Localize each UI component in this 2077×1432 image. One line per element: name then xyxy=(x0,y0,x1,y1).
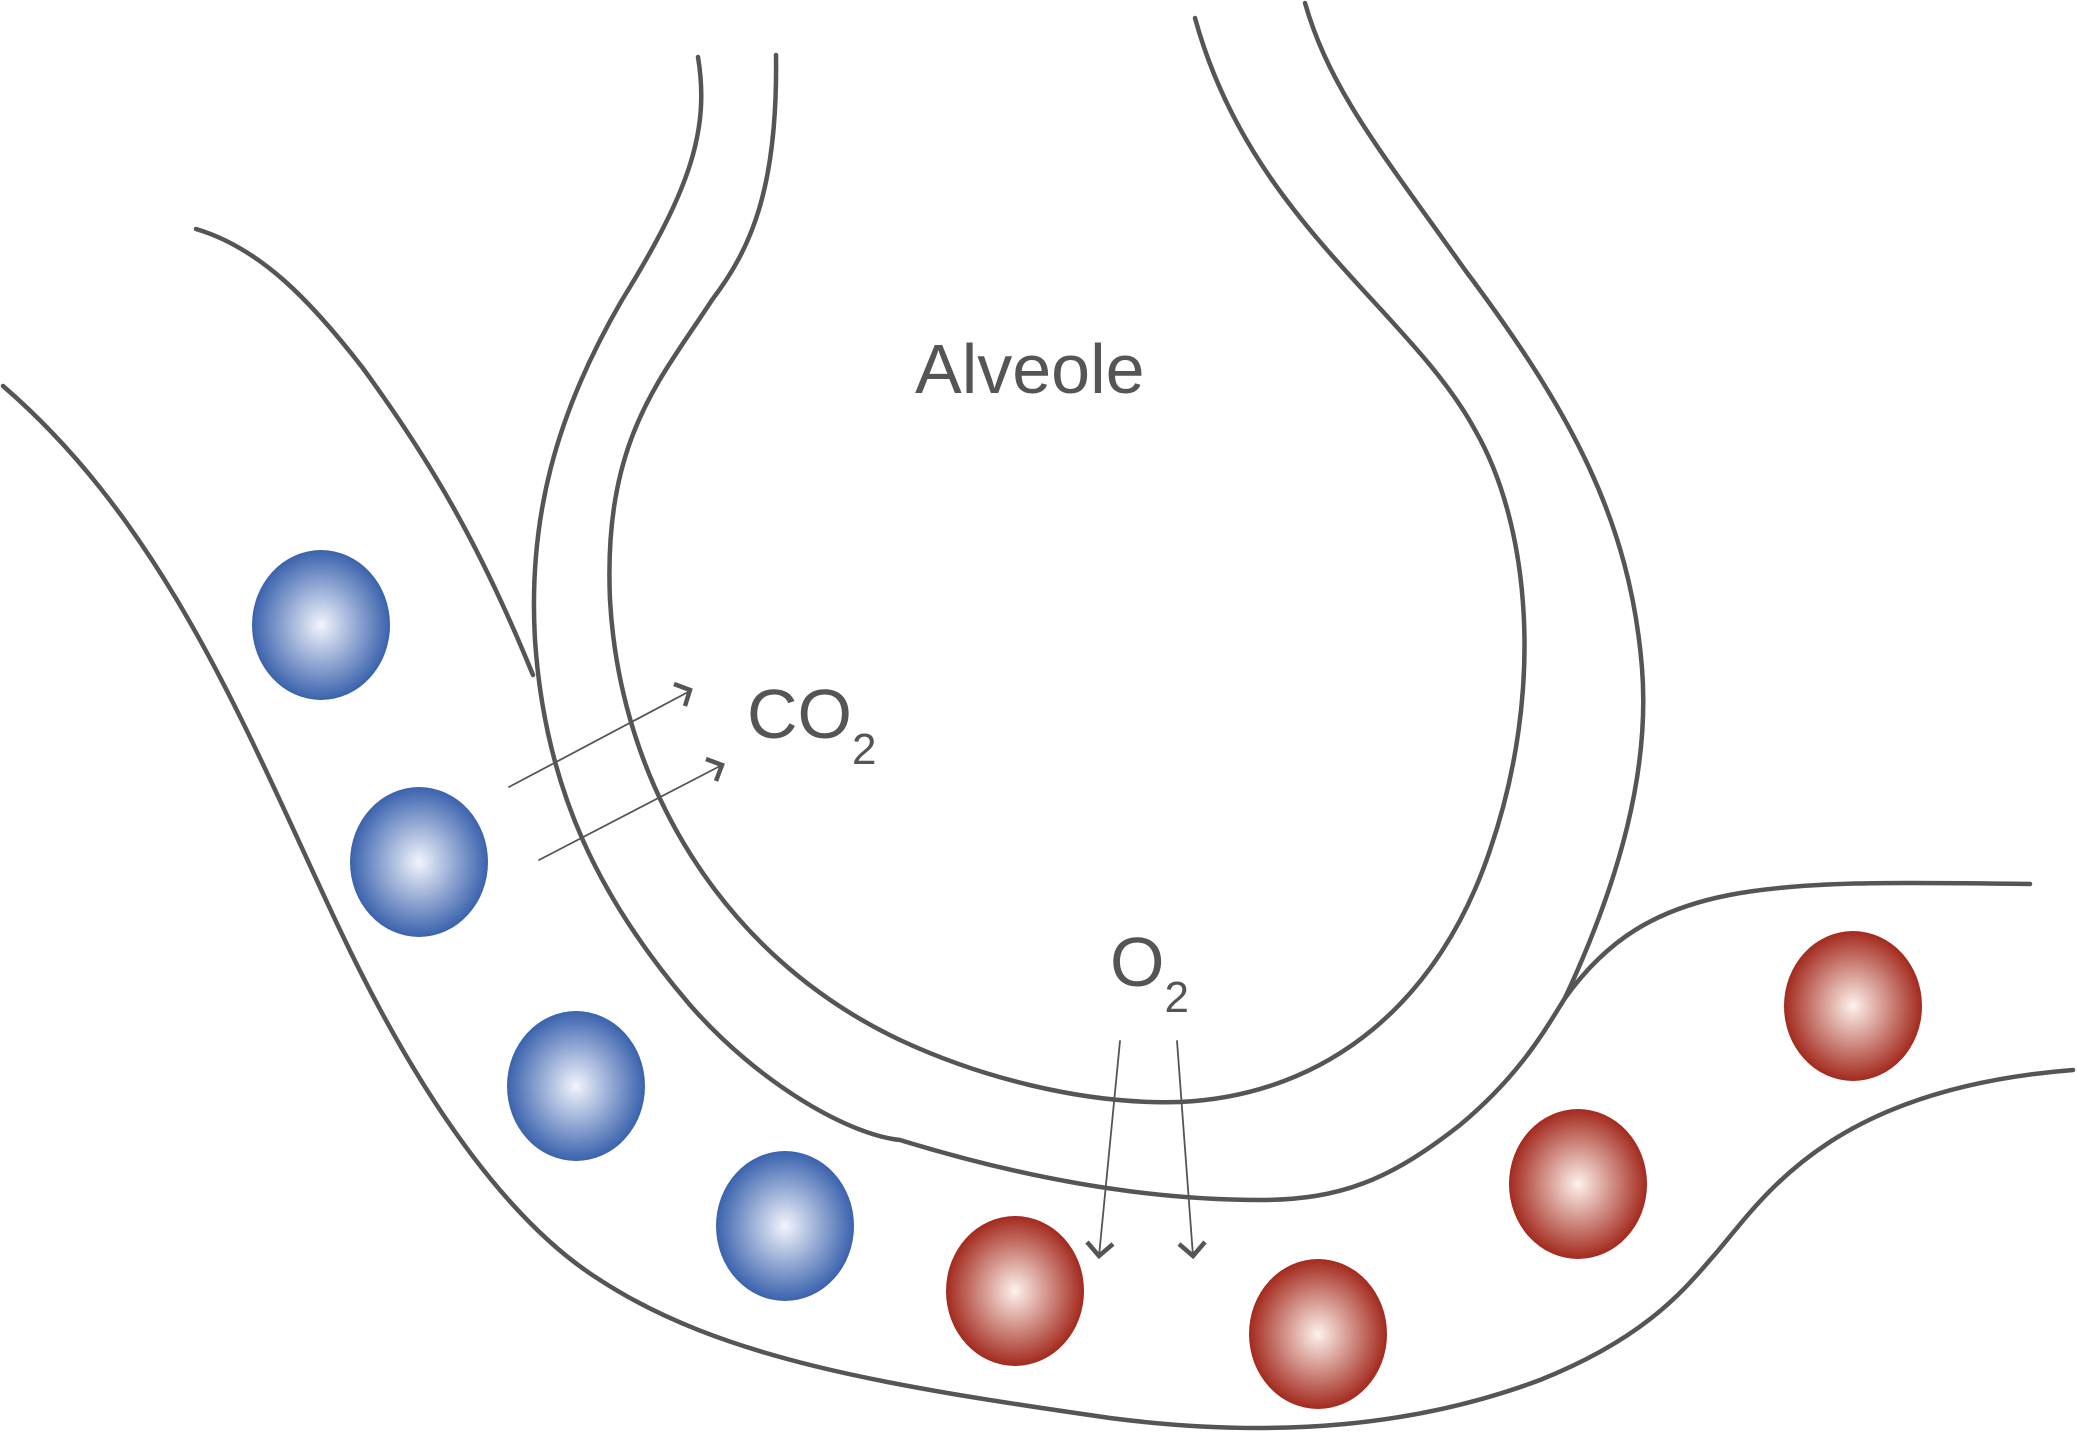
co2-arrow-head xyxy=(705,756,725,782)
o2-label: O2 xyxy=(1110,923,1189,1022)
co2-arrow xyxy=(508,690,691,788)
o2-label-subscript: 2 xyxy=(1164,973,1188,1022)
oxygenated-cell xyxy=(946,1216,1084,1366)
capillary-upper-wall-right xyxy=(1562,880,2033,1001)
co2-label: CO2 xyxy=(747,675,876,774)
deoxygenated-cell xyxy=(507,1011,645,1161)
co2-arrow-head xyxy=(673,681,693,707)
co2-arrow xyxy=(538,764,723,861)
co2-label-base: CO xyxy=(747,675,852,753)
alveole-inner-wall xyxy=(607,15,1527,1105)
oxygenated-cell xyxy=(1784,931,1922,1081)
deoxygenated-cell xyxy=(252,550,390,700)
co2-label-subscript: 2 xyxy=(852,725,876,774)
o2-arrow-head xyxy=(1085,1240,1115,1260)
oxygenated-cell xyxy=(1249,1259,1387,1409)
o2-label-base: O xyxy=(1110,923,1164,1001)
o2-arrow xyxy=(1098,1040,1121,1257)
o2-arrow xyxy=(1176,1040,1194,1257)
o2-arrow-head xyxy=(1177,1240,1207,1260)
deoxygenated-cell xyxy=(716,1151,854,1301)
capillary-lower-wall xyxy=(0,383,2076,1431)
deoxygenated-cell xyxy=(350,787,488,937)
alveole-outer-wall xyxy=(531,0,1646,1203)
capillary-upper-wall-left xyxy=(193,226,536,678)
oxygenated-cell xyxy=(1509,1109,1647,1259)
alveole-label: Alveole xyxy=(915,330,1145,408)
